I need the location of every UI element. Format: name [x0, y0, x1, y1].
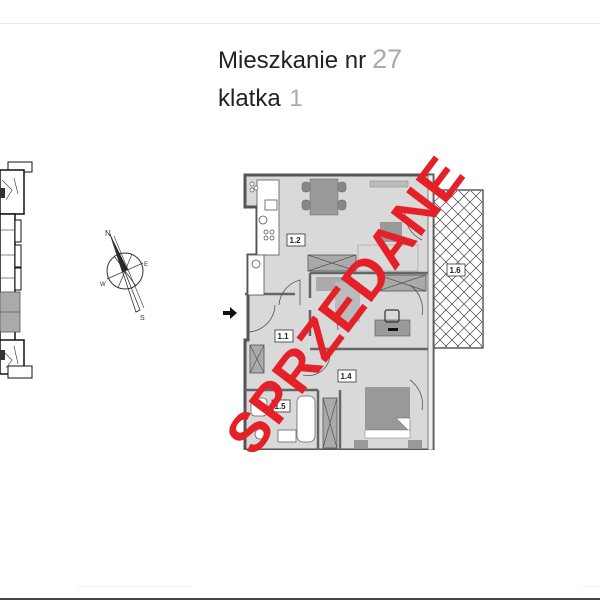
entry-arrow-icon — [222, 306, 238, 320]
compass-east: E — [144, 262, 148, 268]
staircase-label: klatka — [218, 85, 281, 112]
building-keyplan — [0, 160, 40, 380]
svg-text:1.1: 1.1 — [278, 332, 290, 341]
compass-west: W — [100, 282, 106, 288]
compass-south: S — [140, 315, 145, 322]
staircase-title: klatka 1 — [218, 84, 303, 114]
room-label-1-2: 1.2 — [286, 233, 306, 247]
room-label-1-5: 1.5 — [271, 399, 291, 413]
compass-rose-icon: N E S W — [92, 224, 162, 324]
room-label-1-1: 1.1 — [274, 329, 294, 343]
bottom-divider-right — [583, 586, 600, 587]
floor-plan: 1.2 1.1 1.4 1.5 1.6 — [200, 160, 500, 452]
room-label-1-4: 1.4 — [337, 369, 357, 383]
svg-text:1.5: 1.5 — [275, 402, 287, 411]
bottom-divider-left — [77, 586, 191, 587]
room-label-1-6: 1.6 — [446, 263, 466, 277]
apartment-number: 27 — [372, 44, 403, 74]
bottom-border — [0, 598, 600, 600]
svg-text:1.4: 1.4 — [341, 372, 353, 381]
apartment-label: Mieszkanie nr — [218, 47, 367, 74]
svg-text:1.6: 1.6 — [450, 266, 462, 275]
staircase-number: 1 — [289, 85, 303, 112]
svg-text:1.2: 1.2 — [290, 236, 302, 245]
compass-north: N — [105, 229, 111, 238]
top-divider — [0, 23, 600, 24]
